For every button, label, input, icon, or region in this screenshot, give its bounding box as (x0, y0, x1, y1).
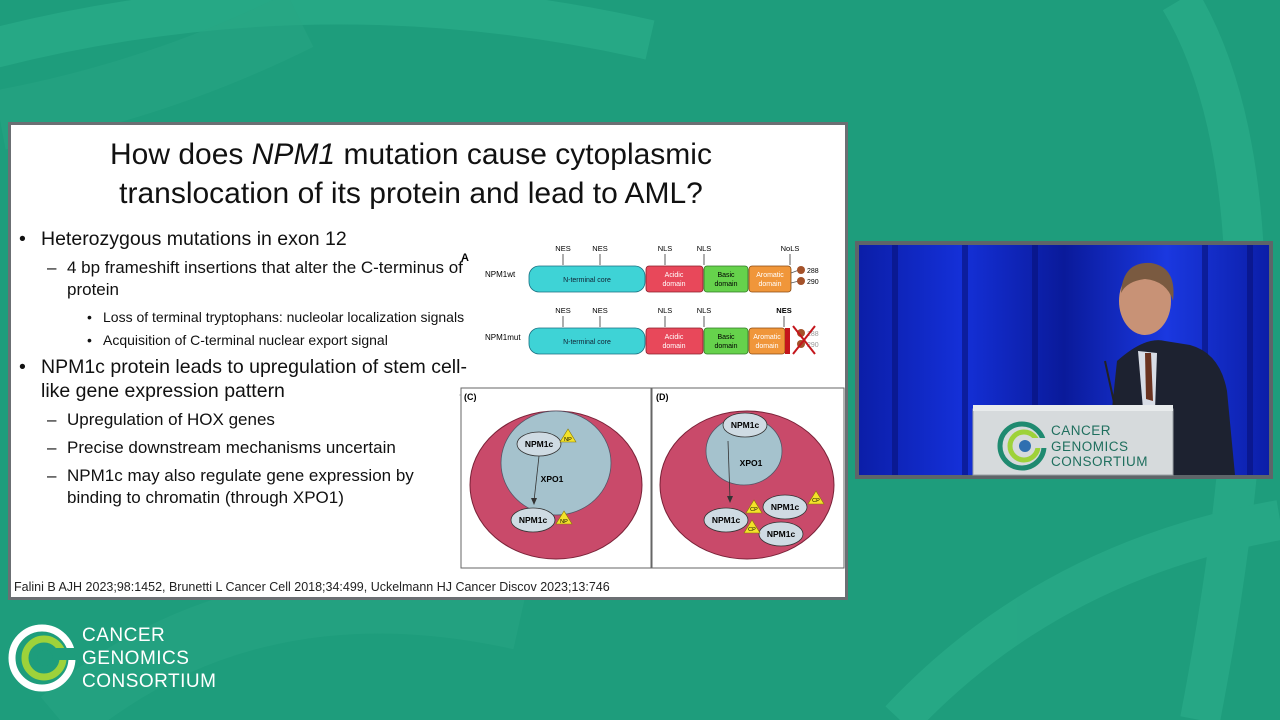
residue-label: 288 (807, 331, 819, 338)
npm1wt-row: NES NES NLS NLS NoLS NPM1wt N-terminal c… (485, 244, 819, 293)
bullet-item: Upregulation of HOX genes (19, 409, 469, 431)
svg-text:domain: domain (663, 281, 686, 288)
protein-label: NPM1c (771, 502, 800, 512)
tag-triangle-icon (743, 490, 825, 534)
protein-label: NPM1c (519, 515, 548, 525)
residue-label: 288 (807, 268, 819, 275)
panel-label-d: (D) (656, 392, 669, 402)
protein-label: NPM1c (525, 439, 554, 449)
signal-label: NLS (658, 244, 673, 253)
consortium-logo: CANCER GENOMICS CONSORTIUM (8, 620, 238, 696)
svg-text:domain: domain (759, 281, 782, 288)
consortium-logo-text: CANCER GENOMICS CONSORTIUM (82, 625, 217, 692)
signal-label: NLS (658, 306, 673, 315)
bullet-item: 4 bp frameshift insertions that alter th… (19, 257, 469, 301)
slide-title-line2: translocation of its protein and lead to… (119, 177, 703, 210)
podium-logo: CANCER GENOMICS CONSORTIUM (996, 416, 1148, 474)
panel-label-c: (C) (464, 392, 477, 402)
protein-label: NPM1c (731, 420, 760, 430)
bullet-item: Heterozygous mutations in exon 12 (19, 227, 469, 251)
protein-name: NPM1mut (485, 333, 521, 342)
svg-text:Basic: Basic (717, 334, 735, 341)
tag-label: CP (748, 527, 756, 533)
residue-label: 290 (807, 279, 819, 286)
bullet-item: Acquisition of C-terminal nuclear export… (19, 330, 469, 351)
deletion-cross-icon (792, 325, 816, 355)
presentation-slide: How does NPM1 mutation cause cytoplasmic… (8, 122, 848, 600)
signal-label: NoLS (781, 244, 800, 253)
bullet-item: NPM1c protein leads to upregulation of s… (19, 355, 469, 403)
svg-text:domain: domain (715, 281, 738, 288)
tag-triangle-icon (555, 510, 573, 525)
residue-label: 290 (807, 342, 819, 349)
svg-text:Aromatic: Aromatic (756, 272, 784, 279)
panel-d: (D) NPM1c XPO1 NPM1c NPM1c NPM1c (656, 392, 835, 560)
slide-title-line1: How does NPM1 mutation cause cytoplasmic (110, 138, 712, 171)
svg-text:Acidic: Acidic (665, 272, 684, 279)
cgc-logo-icon (8, 624, 80, 692)
gene-name: NPM1 (251, 138, 336, 171)
svg-text:Acidic: Acidic (665, 334, 684, 341)
speaker-video (855, 241, 1273, 479)
protein-label: NPM1c (712, 515, 741, 525)
svg-text:domain: domain (663, 343, 686, 350)
bullet-item: Precise downstream mechanisms uncertain (19, 437, 469, 459)
signal-label: NES (555, 306, 570, 315)
tag-label: NP (560, 519, 568, 525)
tag-label: CP (750, 507, 758, 513)
svg-text:Aromatic: Aromatic (753, 334, 781, 341)
cgc-logo-icon (997, 421, 1050, 471)
signal-label: NLS (697, 306, 712, 315)
bullet-item: NPM1c may also regulate gene expression … (19, 465, 469, 509)
domain-core: N-terminal core (563, 339, 611, 346)
signal-label: NLS (697, 244, 712, 253)
tag-label: NP (564, 437, 572, 443)
npm1mut-row: NES NES NLS NLS NES NPM1mut N-terminal c… (485, 306, 819, 355)
references: Falini B AJH 2023;98:1452, Brunetti L Ca… (14, 580, 610, 594)
panel-label-a: A (461, 252, 469, 264)
signal-label: NES (592, 244, 607, 253)
bullet-item: Loss of terminal tryptophans: nucleolar … (19, 307, 469, 328)
slide-title: How does NPM1 mutation cause cytoplasmic… (11, 135, 811, 213)
cell-localization-diagram: (C) NPM1c NP XPO1 NPM1c NP (460, 387, 845, 571)
signal-label: NES (555, 244, 570, 253)
exporter-label: XPO1 (541, 474, 564, 484)
svg-text:domain: domain (756, 343, 779, 350)
protein-domain-diagram: A NES NES NLS NLS NoLS NPM1wt N-terminal… (459, 237, 843, 397)
svg-text:Basic: Basic (717, 272, 735, 279)
tag-label: CP (812, 498, 820, 504)
panel-c: (C) NPM1c NP XPO1 NPM1c NP (464, 392, 643, 560)
svg-text:domain: domain (715, 343, 738, 350)
exporter-label: XPO1 (740, 458, 763, 468)
bullet-list: Heterozygous mutations in exon 12 4 bp f… (19, 227, 469, 515)
podium-logo-text: CANCER GENOMICS CONSORTIUM (1051, 423, 1149, 469)
domain-core: N-terminal core (563, 277, 611, 284)
signal-label: NES (592, 306, 607, 315)
tag-triangle-icon (559, 428, 577, 443)
signal-label: NES (776, 306, 791, 315)
protein-label: NPM1c (767, 529, 796, 539)
protein-name: NPM1wt (485, 270, 516, 279)
